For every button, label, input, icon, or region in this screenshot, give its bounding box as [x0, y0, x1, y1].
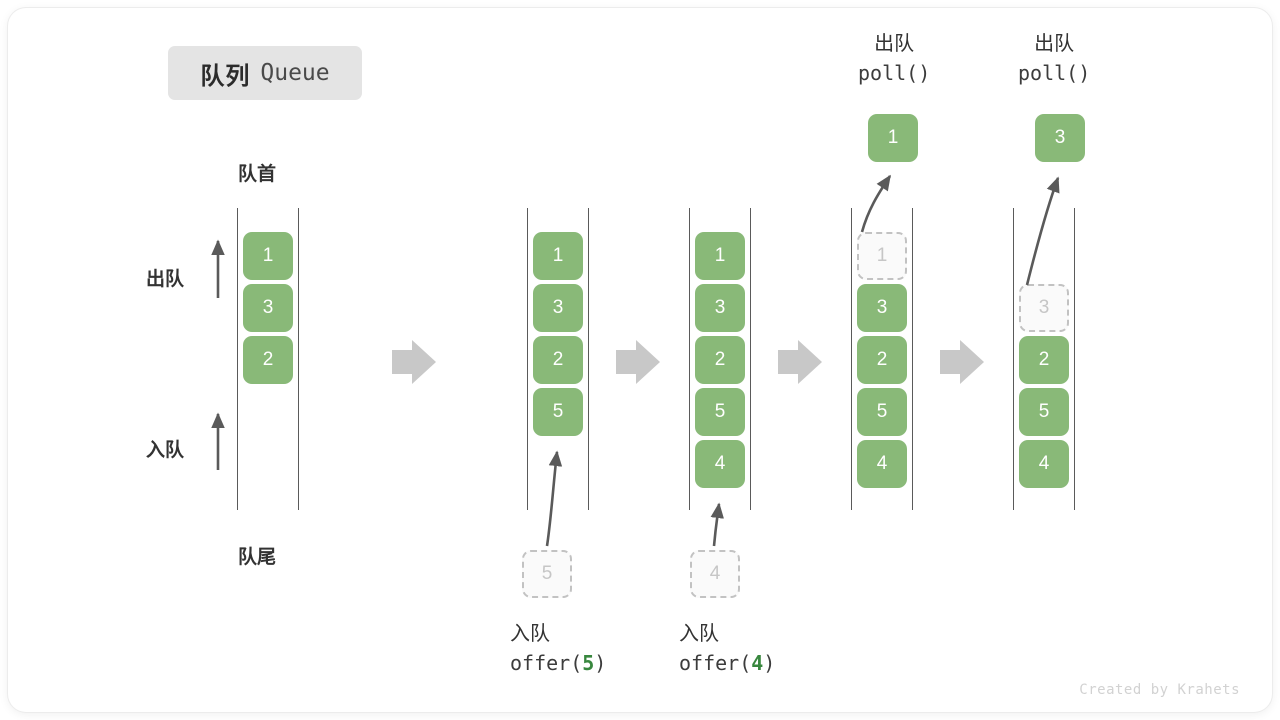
queue-cell: 5 [1019, 388, 1069, 436]
caption-cn: 入队 [510, 623, 550, 645]
caption-code: poll() [1018, 61, 1091, 85]
caption-offer-5: 入队 offer(5) [510, 620, 606, 678]
caption-poll-1: 出队 poll() [858, 30, 930, 88]
queue-cell-ghost: 1 [857, 232, 907, 280]
queue-cell: 3 [533, 284, 583, 332]
queue-slot[interactable]: 5 [533, 388, 583, 436]
queue-slot[interactable]: 4 [695, 440, 745, 488]
queue-column-after-offer-5: 1 3 2 5 [527, 208, 589, 510]
queue-cell: 3 [857, 284, 907, 332]
enqueue-label: 入队 [146, 440, 185, 461]
queue-cell: 4 [857, 440, 907, 488]
queue-cell: 2 [243, 336, 293, 384]
caption-offer-4: 入队 offer(4) [679, 620, 775, 678]
queue-cell: 2 [1019, 336, 1069, 384]
queue-cell: 2 [533, 336, 583, 384]
queue-column-after-poll-1: 1 3 2 5 4 [851, 208, 913, 510]
queue-cell: 1 [533, 232, 583, 280]
queue-cell: 2 [695, 336, 745, 384]
popped-element[interactable]: 1 [868, 114, 918, 162]
caption-code: offer(5) [510, 651, 607, 675]
queue-slot[interactable]: 3 [243, 284, 293, 332]
queue-slot[interactable]: 2 [857, 336, 907, 384]
queue-cell: 1 [243, 232, 293, 280]
queue-cell: 5 [533, 388, 583, 436]
caption-cn: 出队 [874, 33, 915, 55]
caption-cn: 出队 [1034, 33, 1075, 55]
queue-slot[interactable]: 1 [533, 232, 583, 280]
queue-cell: 5 [857, 388, 907, 436]
queue-cell-ghost: 3 [1019, 284, 1069, 332]
queue-slot[interactable]: 1 [695, 232, 745, 280]
queue-slot[interactable]: 3 [533, 284, 583, 332]
queue-slot[interactable]: 4 [857, 440, 907, 488]
title-en: Queue [260, 60, 330, 86]
queue-column-after-offer-4: 1 3 2 5 4 [689, 208, 751, 510]
queue-column-after-poll-3: 3 2 5 4 [1013, 208, 1075, 510]
queue-slot[interactable]: 3 [1019, 284, 1069, 332]
staged-element[interactable]: 5 [522, 550, 572, 598]
queue-slot[interactable]: 5 [695, 388, 745, 436]
queue-slot[interactable]: 5 [1019, 388, 1069, 436]
rail-left [851, 208, 852, 510]
rail-right [1074, 208, 1075, 510]
caption-cn: 入队 [679, 623, 719, 645]
staged-element[interactable]: 4 [690, 550, 740, 598]
tail-label: 队尾 [238, 547, 277, 568]
queue-cell: 4 [695, 440, 745, 488]
caption-poll-3: 出队 poll() [1018, 30, 1090, 88]
queue-slot[interactable]: 2 [1019, 336, 1069, 384]
queue-slot[interactable]: 1 [857, 232, 907, 280]
diagram-card [8, 8, 1272, 712]
queue-cell: 4 [1019, 440, 1069, 488]
watermark: Created by Krahets [1079, 682, 1240, 698]
queue-slot[interactable]: 2 [243, 336, 293, 384]
rail-right [912, 208, 913, 510]
queue-cell: 5 [695, 388, 745, 436]
rail-right [588, 208, 589, 510]
queue-slot[interactable]: 1 [243, 232, 293, 280]
queue-slot[interactable]: 2 [533, 336, 583, 384]
rail-left [1013, 208, 1014, 510]
rail-left [527, 208, 528, 510]
queue-slot[interactable]: 4 [1019, 440, 1069, 488]
queue-slot[interactable]: 3 [857, 284, 907, 332]
dequeue-label: 出队 [146, 269, 185, 290]
title-cn: 队列 [200, 62, 251, 90]
queue-column-initial: 1 3 2 [237, 208, 299, 510]
rail-left [689, 208, 690, 510]
queue-slot[interactable]: 3 [695, 284, 745, 332]
queue-cell: 2 [857, 336, 907, 384]
queue-slot[interactable]: 5 [857, 388, 907, 436]
rail-right [750, 208, 751, 510]
caption-code: offer(4) [679, 651, 776, 675]
popped-element[interactable]: 3 [1035, 114, 1085, 162]
head-label: 队首 [238, 164, 277, 185]
queue-cell: 3 [695, 284, 745, 332]
rail-right [298, 208, 299, 510]
queue-slot[interactable]: 2 [695, 336, 745, 384]
queue-cell: 1 [695, 232, 745, 280]
title-badge: 队列 Queue [168, 46, 362, 100]
caption-code: poll() [858, 61, 931, 85]
queue-cell: 3 [243, 284, 293, 332]
rail-left [237, 208, 238, 510]
